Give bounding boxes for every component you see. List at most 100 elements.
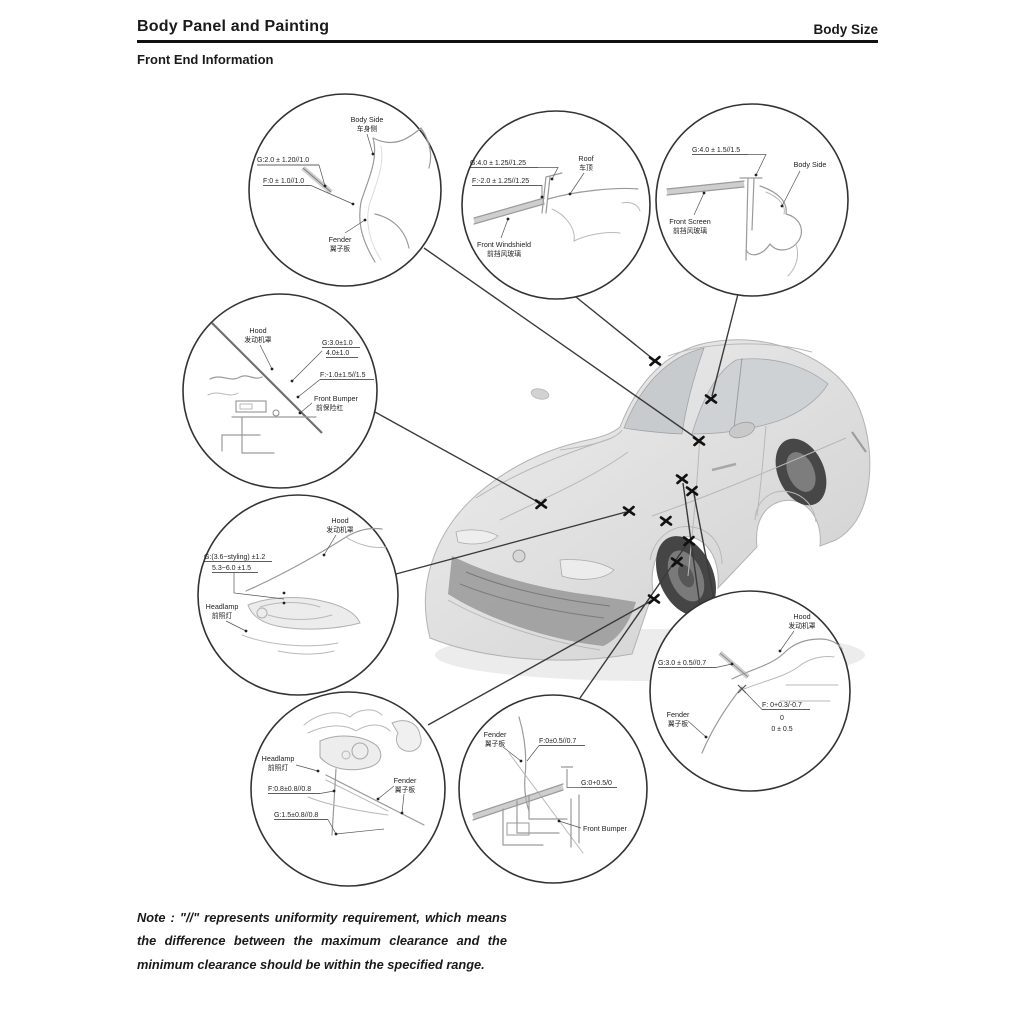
- car-door-handle: [711, 462, 737, 472]
- label-hood-cn: 发动机罩: [326, 525, 353, 534]
- callout-circle: [649, 590, 851, 792]
- car-door-seam-1: [687, 435, 701, 577]
- section-sketch: [701, 638, 843, 754]
- callout-hood-headlamp: G:(3.6~styling) ±1.2 5.3~6.0 ±1.5 Hood 发…: [197, 494, 399, 696]
- callout-fender-front-bumper: Fender 翼子板 F:0±0.5//0.7 G:0+0.5/0 Front …: [458, 694, 648, 884]
- label-gap-g: G:2.0 ± 1.20//1.0: [257, 157, 309, 164]
- label-flush-f3: 0 ± 0.5: [771, 726, 792, 733]
- callout-hood-front-bumper: Hood 发动机罩 G:3.0±1.0 4.0±1.0 F:-1.0±1.5//…: [182, 293, 378, 489]
- car-mirror-left: [530, 388, 550, 400]
- callout-circle: [197, 494, 399, 696]
- callout-circle: [655, 103, 849, 297]
- label-fender-cn: 翼子板: [330, 244, 351, 253]
- car-character-line: [651, 437, 847, 517]
- leader-line-c1: [423, 247, 697, 439]
- alignment-mark: [670, 556, 684, 568]
- label-flush-f2: 0: [780, 715, 784, 722]
- section-title: Front End Information: [137, 52, 274, 67]
- header-rule: [137, 40, 878, 43]
- label-headlamp: Headlamp: [206, 602, 239, 611]
- uniformity-note: Note : "//" represents uniformity requir…: [137, 910, 507, 972]
- label-fender-cn: 翼子板: [668, 719, 689, 728]
- label-body-side: Body Side: [794, 160, 827, 169]
- section-sketch: [303, 709, 425, 836]
- section-sketch: [472, 716, 584, 854]
- car-cowl-line: [559, 429, 623, 451]
- label-gap-g: G:0+0.5/0: [581, 780, 612, 787]
- label-gap-g2: 4.0±1.0: [326, 350, 349, 357]
- callout-circle: [461, 110, 651, 300]
- car-hood-crease-2: [499, 451, 629, 521]
- label-fender-cn: 翼子板: [395, 785, 416, 794]
- car-mirror: [729, 421, 755, 439]
- leader-line-c8b: [693, 493, 715, 600]
- label-hood: Hood: [331, 516, 348, 525]
- label-fender: Fender: [667, 710, 690, 719]
- alignment-mark: [648, 355, 662, 367]
- alignment-mark: [622, 505, 636, 517]
- car-grille-slat-2: [459, 583, 605, 619]
- car-emblem: [512, 549, 526, 563]
- leader-line-c3: [711, 293, 739, 397]
- car-headlight-left: [455, 529, 499, 545]
- section-sketch: [207, 322, 323, 454]
- alignment-mark: [682, 535, 696, 547]
- label-hood-cn: 发动机罩: [788, 621, 815, 630]
- callout-fender-body-side: Body Side 车身侧 G:2.0 ± 1.20//1.0 F:0 ± 1.…: [248, 93, 442, 287]
- car-bumper-lip: [447, 599, 601, 651]
- label-front-windshield-cn: 前挡风玻璃: [487, 249, 521, 258]
- section-sketch: [473, 172, 641, 242]
- label-fender: Fender: [484, 730, 507, 739]
- leader-line-c6: [427, 600, 652, 726]
- label-flush-f: F:0 ± 1.0//1.0: [263, 178, 304, 185]
- label-headlamp-cn: 前照灯: [268, 763, 289, 772]
- leader-line-c4: [374, 411, 539, 503]
- label-roof-cn: 车顶: [579, 163, 593, 172]
- label-flush-f: F:-1.0±1.5//1.5: [320, 372, 366, 379]
- car-headlight-right: [559, 559, 615, 580]
- alignment-mark: [692, 435, 706, 447]
- label-gap-g2: 5.3~6.0 ±1.5: [212, 565, 251, 572]
- label-headlamp-cn: 前照灯: [212, 611, 233, 620]
- leader-lines: [374, 247, 739, 726]
- section-sketch: [301, 127, 432, 263]
- label-gap-g1: G:3.0±1.0: [322, 340, 353, 347]
- label-front-bumper: Front Bumper: [583, 824, 628, 833]
- car-rear-arch: [754, 490, 817, 523]
- alignment-mark: [534, 498, 548, 510]
- page-section-right: Body Size: [813, 22, 878, 37]
- section-sketch: [666, 177, 803, 277]
- callout-circle: [248, 93, 442, 287]
- label-gap-g: G:4.0 ± 1.5//1.5: [692, 147, 740, 154]
- car-windshield: [623, 347, 705, 435]
- alignment-mark: [647, 593, 661, 605]
- callout-screen-body-side: G:4.0 ± 1.5//1.5 Body Side Front Screen …: [655, 103, 849, 297]
- leader-line-c2: [575, 296, 654, 360]
- car-front-arch: [649, 526, 723, 565]
- label-hood: Hood: [793, 612, 810, 621]
- label-hood: Hood: [249, 326, 266, 335]
- car-door-seam-2: [756, 425, 767, 517]
- label-gap-g1: G:(3.6~styling) ±1.2: [204, 554, 265, 561]
- leader-line-c5: [395, 511, 627, 575]
- page-title: Body Panel and Painting: [137, 18, 330, 35]
- label-front-screen-cn: 前挡风玻璃: [673, 226, 707, 235]
- label-fender: Fender: [394, 776, 417, 785]
- label-front-windshield: Front Windshield: [477, 240, 531, 249]
- car-rear-wheel: [775, 438, 827, 506]
- label-front-bumper-cn: 前保险杠: [316, 403, 343, 412]
- label-body-side: Body Side: [351, 115, 384, 124]
- label-front-bumper: Front Bumper: [314, 394, 359, 403]
- label-roof: Roof: [578, 154, 593, 163]
- section-sketch: [241, 527, 387, 655]
- callout-headlamp-fender: Headlamp 前照灯 F:0.8±0.8//0.8 G:1.5±0.8//0…: [250, 691, 446, 887]
- label-flush-f1: F: 0+0.3/-0.7: [762, 702, 802, 709]
- alignment-mark: [675, 473, 689, 485]
- alignment-marks: [534, 355, 718, 605]
- callout-windshield-roof: G:4.0 ± 1.25//1.25 F:-2.0 ± 1.25//1.25 R…: [461, 110, 651, 300]
- label-front-screen: Front Screen: [669, 217, 711, 226]
- label-body-side-cn: 车身侧: [357, 124, 378, 133]
- label-flush-f: F:0±0.5//0.7: [539, 738, 576, 745]
- label-headlamp: Headlamp: [262, 754, 295, 763]
